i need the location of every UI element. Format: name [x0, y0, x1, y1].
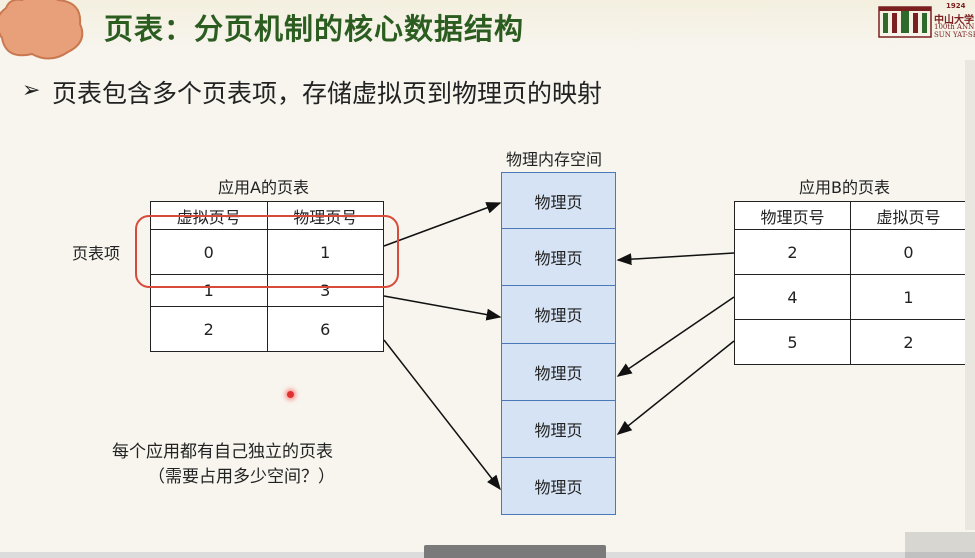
university-logo [878, 6, 932, 38]
page-table-entry-label: 页表项 [72, 244, 121, 263]
memory-caption: 物理内存空间 [506, 150, 603, 169]
table-a-caption: 应用A的页表 [218, 178, 309, 197]
arrow-a-row1 [383, 295, 502, 321]
corner-overlay [905, 532, 975, 558]
laser-pointer-dot [287, 391, 294, 398]
table-row: 2 0 [734, 229, 967, 275]
table-row: 0 1 [150, 229, 384, 275]
table-a-cell: 1 [150, 274, 268, 307]
arrow-b-row1 [616, 296, 735, 377]
table-a-cell: 2 [150, 306, 268, 352]
entry-highlight-box [135, 215, 399, 288]
table-row: 2 6 [150, 306, 384, 352]
table-a-cell: 1 [266, 229, 384, 275]
physical-page: 物理页 [501, 457, 616, 516]
physical-page: 物理页 [501, 229, 616, 287]
progress-handle[interactable] [424, 545, 606, 558]
slide-title: 页表：分页机制的核心数据结构 [104, 12, 525, 46]
bullet-text: 页表包含多个页表项，存储虚拟页到物理页的映射 [52, 79, 603, 108]
table-b-cell: 0 [850, 229, 967, 275]
page-table-b: 物理页号 虚拟页号 2 0 4 1 5 2 [734, 201, 967, 365]
arrow-a-row0 [383, 202, 502, 247]
logo-text-line1: 100th ANN [934, 23, 975, 31]
table-a-cell: 0 [150, 229, 268, 275]
logo-name-cn: 中山大学 [934, 15, 974, 26]
physical-page: 物理页 [501, 400, 616, 458]
note-line-1: 每个应用都有自己独立的页表 [112, 442, 333, 462]
physical-memory-column: 物理页 物理页 物理页 物理页 物理页 物理页 [501, 172, 616, 516]
table-row: 4 1 [734, 274, 967, 320]
table-b-cell: 1 [850, 274, 967, 320]
table-b-cell: 4 [734, 274, 851, 320]
logo-text-line2: SUN YAT-SEN [934, 31, 975, 39]
arrow-b-row2 [616, 340, 735, 435]
physical-page: 物理页 [501, 286, 616, 344]
table-b-caption: 应用B的页表 [799, 178, 890, 197]
table-b-header-physical: 物理页号 [734, 201, 851, 230]
arrow-b-row0 [616, 252, 735, 266]
arrow-a-row2 [383, 339, 501, 491]
logo-year: 1924 [946, 2, 966, 10]
table-b-cell: 2 [734, 229, 851, 275]
table-b-header-virtual: 虚拟页号 [850, 201, 967, 230]
physical-page: 物理页 [501, 343, 616, 401]
table-row: 1 3 [150, 274, 384, 307]
scrollbar[interactable] [965, 60, 975, 530]
table-a-cell: 3 [266, 274, 384, 307]
physical-page: 物理页 [501, 172, 616, 230]
slide-badge-icon [0, 0, 84, 60]
bullet-arrow-icon: ➢ [22, 78, 41, 103]
table-a-cell: 6 [266, 306, 384, 352]
header-band [0, 0, 975, 50]
note-line-2: （需要占用多少空间？） [148, 467, 335, 487]
